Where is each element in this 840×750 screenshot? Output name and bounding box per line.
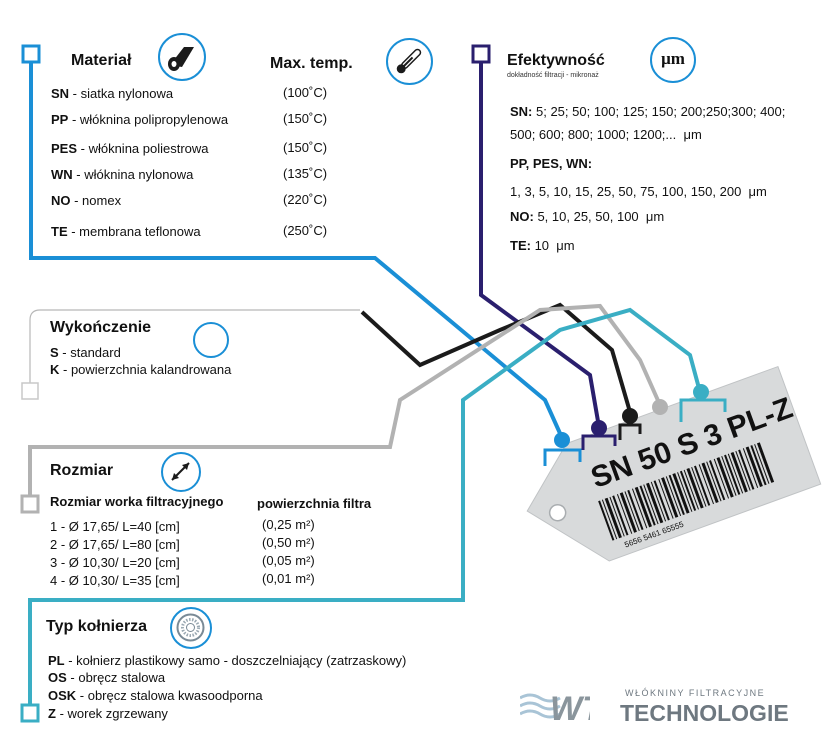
material-title: Materiał xyxy=(71,52,132,69)
size-col-header-1: Rozmiar worka filtracyjnego xyxy=(50,494,224,509)
material-bracket xyxy=(543,448,582,466)
size-row-2: 2 - Ø 17,65/ L=80 [cm] xyxy=(50,537,180,552)
micrometer-icon: μm xyxy=(650,37,696,83)
flange-ring-icon xyxy=(170,607,212,649)
size-connector xyxy=(28,303,662,500)
resize-arrow-icon xyxy=(161,452,201,492)
temp-wn: (135˚C) xyxy=(283,166,328,181)
material-item-pes: PES - włóknina poliestrowa xyxy=(51,141,209,156)
finish-dot xyxy=(622,408,638,424)
material-dot xyxy=(554,432,570,448)
size-col-header-2: powierzchnia filtra xyxy=(257,496,372,511)
product-tag: SN 50 S 3 PL-Z 5656 5461 65555 xyxy=(526,365,822,562)
flange-bracket xyxy=(679,398,727,422)
fabric-roll-icon xyxy=(158,33,206,81)
efficiency-subtitle: dokładność filtracji - mikronaż xyxy=(507,72,599,79)
efficiency-sn-line1: SN: 5; 25; 50; 100; 125; 150; 200;250;30… xyxy=(510,104,786,119)
logo-wordmark: TECHNOLOGIE xyxy=(620,700,789,726)
material-connector xyxy=(29,58,565,441)
efficiency-start-square xyxy=(471,44,491,64)
temp-pp: (150˚C) xyxy=(283,111,328,126)
flange-dot xyxy=(693,384,709,400)
temp-pes: (150˚C) xyxy=(283,140,328,155)
efficiency-te-line: TE: 10 μm xyxy=(510,238,575,253)
efficiency-pp-line: 1, 3, 5, 10, 15, 25, 50, 75, 100, 150, 2… xyxy=(510,184,767,199)
efficiency-sn-line2: 500; 600; 800; 1000; 1200;... μm xyxy=(510,127,702,142)
material-item-sn: SN - siatka nylonowa xyxy=(51,86,174,101)
temp-title: Max. temp. xyxy=(270,55,353,72)
efficiency-title: Efektywność xyxy=(507,52,605,69)
finish-box-outline xyxy=(29,309,360,388)
size-title: Rozmiar xyxy=(50,462,114,479)
efficiency-no-line: NO: 5, 10, 25, 50, 100 μm xyxy=(510,209,665,224)
temp-te: (250˚C) xyxy=(283,223,328,238)
svg-text:WT: WT xyxy=(550,690,590,726)
material-item-te: TE - membrana teflonowa xyxy=(51,224,201,239)
flange-title: Typ kołnierza xyxy=(46,618,148,635)
material-item-wn: WN - włóknina nylonowa xyxy=(51,167,194,182)
logo-tagline: WŁÓKNINY FILTRACYJNE xyxy=(625,688,766,698)
size-row-4: 4 - Ø 10,30/ L=35 [cm] xyxy=(50,573,180,588)
company-logo: WT WŁÓKNINY FILTRACYJNE TECHNOLOGIE xyxy=(520,688,830,728)
flange-item-pl: PL - kołnierz plastikowy samo - doszczel… xyxy=(48,653,407,668)
area-row-4: (0,01 m²) xyxy=(262,571,315,586)
efficiency-dot xyxy=(591,420,607,436)
material-start-square xyxy=(21,44,41,64)
size-row-3: 3 - Ø 10,30/ L=20 [cm] xyxy=(50,555,180,570)
flange-item-osk: OSK - obręcz stalowa kwasoodporna xyxy=(48,688,263,703)
flange-item-os: OS - obręcz stalowa xyxy=(48,670,166,685)
size-start-square xyxy=(20,494,40,514)
area-row-2: (0,50 m²) xyxy=(262,535,315,550)
temp-sn: (100˚C) xyxy=(283,85,328,100)
size-dot xyxy=(652,399,668,415)
finish-icon xyxy=(193,322,229,358)
finish-item-k: K - powierzchnia kalandrowana xyxy=(50,362,232,377)
finish-title: Wykończenie xyxy=(50,319,152,336)
efficiency-pp-head: PP, PES, WN: xyxy=(510,156,593,171)
flange-start-square xyxy=(20,703,40,723)
material-item-no: NO - nomex xyxy=(51,193,122,208)
wave-logo-mark: WT xyxy=(520,690,590,726)
thermometer-icon xyxy=(386,38,433,85)
area-row-3: (0,05 m²) xyxy=(262,553,315,568)
temp-no: (220˚C) xyxy=(283,192,328,207)
finish-bracket xyxy=(618,423,642,440)
size-row-1: 1 - Ø 17,65/ L=40 [cm] xyxy=(50,519,180,534)
efficiency-connector xyxy=(479,57,601,428)
area-row-1: (0,25 m²) xyxy=(262,517,315,532)
finish-start-square xyxy=(21,382,39,400)
flange-connector xyxy=(28,307,702,712)
flange-item-z: Z - worek zgrzewany xyxy=(48,706,168,721)
material-item-pp: PP - włóknina polipropylenowa xyxy=(51,112,229,127)
barcode xyxy=(598,442,775,541)
finish-item-s: S - standard xyxy=(50,345,121,360)
